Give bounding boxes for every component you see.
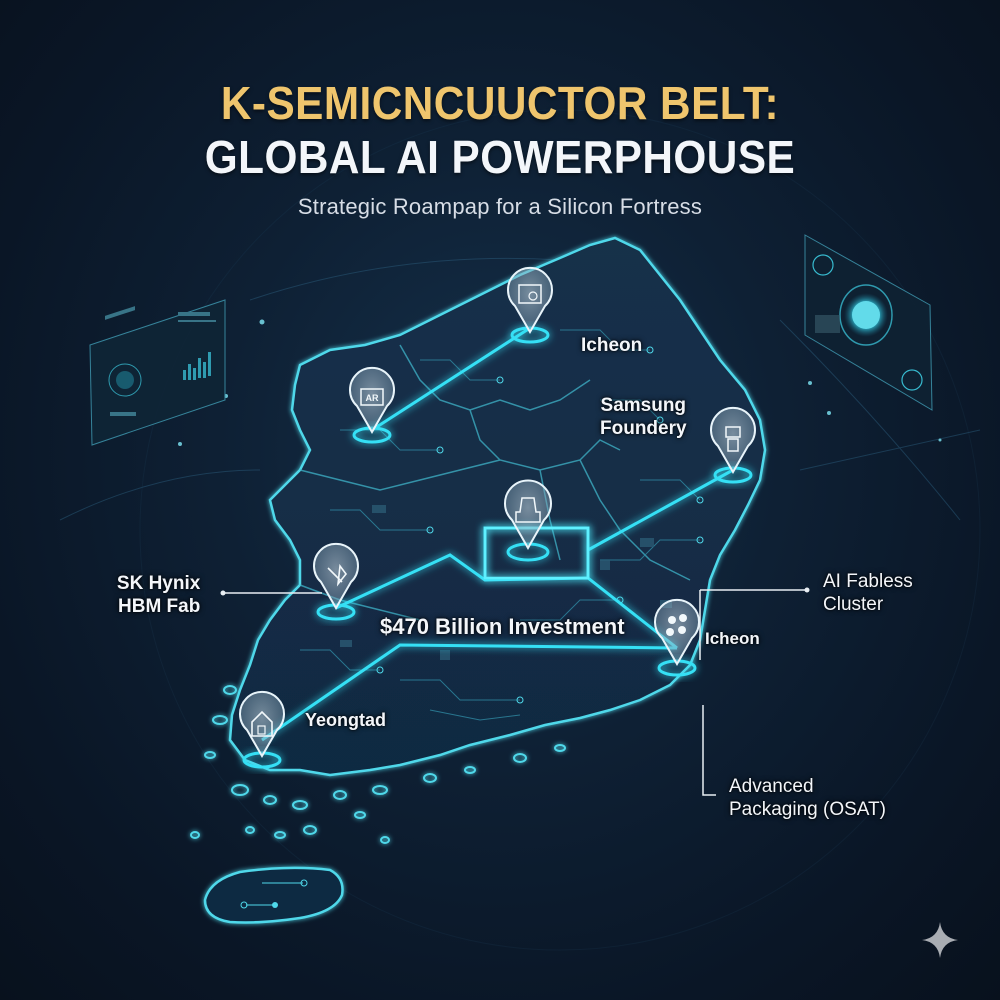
packaging-line-2: Packaging (OSAT) <box>729 799 886 820</box>
left-hologram-panel <box>89 299 226 446</box>
pin-south-west[interactable] <box>239 690 285 769</box>
subtitle: Strategic Roampap for a Silicon Fortress <box>297 194 703 219</box>
pin-west[interactable]: AR <box>349 366 395 444</box>
label-sk-hynix: SK Hynix HBM Fab <box>112 572 200 618</box>
pin-east[interactable] <box>710 406 756 484</box>
pin-center[interactable] <box>504 479 552 562</box>
pin-sk-hynix[interactable] <box>313 542 359 621</box>
background-nodes <box>178 319 942 446</box>
title-block: K-SEMICNCUUCTOR BELT: GLOBAL AI POWERPHO… <box>0 76 1000 220</box>
connection-network <box>261 326 734 742</box>
packaging-line-1: Advanced <box>729 776 814 797</box>
label-yeongtad: Yeongtad <box>305 710 387 730</box>
korea-landmass <box>190 236 767 924</box>
sk-hynix-line-1: SK Hynix <box>116 573 201 594</box>
samsung-line-1: Samsung <box>600 395 687 416</box>
label-ai-fabless: AI Fabless Cluster <box>823 570 913 616</box>
label-icheon-north: Icheon <box>581 335 643 356</box>
ai-fabless-line-1: AI Fabless <box>823 571 913 592</box>
pin-north[interactable] <box>507 266 553 344</box>
label-advanced-packaging: Advanced Packaging (OSAT) <box>729 775 886 821</box>
pin-south-east[interactable] <box>654 598 700 677</box>
right-hologram-panel <box>804 234 933 411</box>
samsung-line-2: Foundery <box>600 418 687 439</box>
svg-text:AR: AR <box>366 393 379 403</box>
label-investment: $470 Billion Investment <box>380 614 625 639</box>
sk-hynix-line-2: HBM Fab <box>118 596 201 617</box>
jeju-island <box>203 866 344 924</box>
title-line-2: GLOBAL AI POWERPHOUSE <box>204 131 796 183</box>
ai-fabless-line-2: Cluster <box>823 594 884 615</box>
callout-lines <box>223 589 807 796</box>
title-line-1: K-SEMICNCUUCTOR BELT: <box>220 77 780 129</box>
background-network <box>59 109 981 951</box>
label-samsung-foundery: Samsung Foundery <box>600 394 687 440</box>
sparkle-icon <box>922 922 958 958</box>
label-icheon-south: Icheon <box>705 629 760 648</box>
islands <box>190 685 566 844</box>
